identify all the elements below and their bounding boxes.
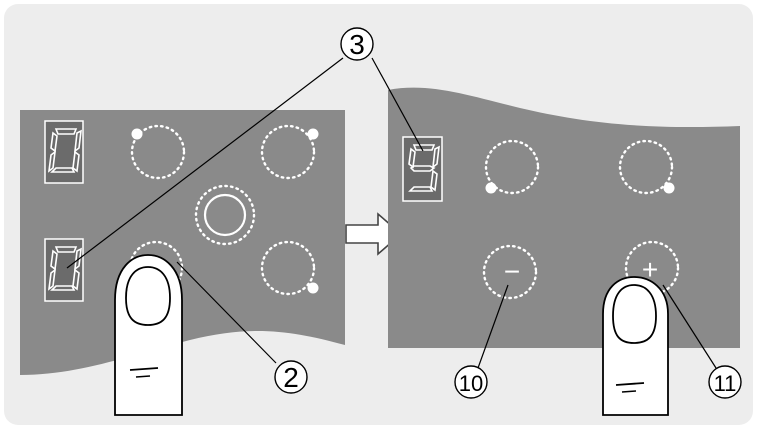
callout-10-label: 10 bbox=[459, 371, 483, 396]
callout-2: 2 bbox=[274, 360, 308, 394]
dial-right-indicator-left bbox=[485, 182, 497, 194]
finger-icon bbox=[602, 276, 669, 416]
dial-bottom-right[interactable] bbox=[260, 240, 316, 296]
display-top: 0 bbox=[44, 120, 84, 184]
minus-button[interactable] bbox=[482, 244, 538, 300]
left-control-panel: 0 0 bbox=[20, 110, 345, 375]
dial-indicator-top-left bbox=[131, 128, 143, 140]
dial-right-top-right[interactable] bbox=[618, 139, 674, 195]
dial-indicator-top-right bbox=[307, 128, 319, 140]
plus-symbol: + bbox=[642, 254, 658, 285]
display-main: 9 bbox=[402, 136, 443, 202]
dial-top-left[interactable] bbox=[130, 124, 186, 180]
callout-10: 10 bbox=[454, 365, 488, 399]
finger-icon bbox=[114, 254, 183, 416]
dial-right-top-left[interactable] bbox=[484, 139, 540, 195]
dial-center-ring[interactable] bbox=[203, 193, 247, 237]
segment-digit-main bbox=[408, 144, 440, 192]
dial-right-indicator-right bbox=[663, 182, 675, 194]
display-bottom: 0 bbox=[44, 238, 84, 302]
callout-lines bbox=[66, 57, 717, 369]
dial-center-outer[interactable] bbox=[194, 184, 256, 246]
callout-3-label: 3 bbox=[349, 29, 365, 60]
minus-symbol: − bbox=[504, 256, 520, 287]
callout-3: 3 bbox=[340, 27, 374, 61]
callout-11: 11 bbox=[708, 365, 742, 399]
segment-digit-bottom bbox=[47, 246, 82, 291]
segment-digit-top bbox=[47, 128, 82, 173]
dial-indicator-bottom-right bbox=[307, 282, 319, 294]
callout-2-label: 2 bbox=[283, 362, 299, 393]
dial-top-right[interactable] bbox=[260, 124, 316, 180]
callout-11-label: 11 bbox=[714, 371, 737, 396]
